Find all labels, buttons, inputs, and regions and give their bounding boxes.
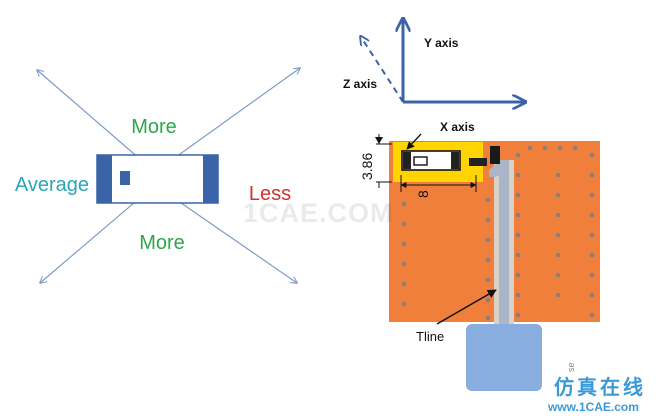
tline-pointer [436,289,497,325]
chip-left-terminal [97,155,112,203]
via-holes [401,145,595,321]
dimension-width [400,175,477,192]
callout-arrow [406,133,422,150]
corner-chinese-watermark: 仿真在线 [554,375,646,399]
chip-component [96,154,219,204]
z-axis-label: Z axis [343,77,377,91]
feed-block [490,146,500,164]
y-axis-label: Y axis [424,36,459,50]
z-axis-arrow [361,37,404,103]
small-chip [469,158,487,166]
tline-label: Tline [416,329,444,344]
tline-gap-right [509,160,514,330]
tline-gap-left [494,160,499,330]
radiation-diagram: More More Average Less [15,68,300,283]
tline-trace [499,160,509,330]
pcb-board: 3.86 8 Tline [359,133,600,391]
corner-vertical-text: se [566,362,576,372]
label-more-top: More [131,116,177,138]
dimension-height-label: 3.86 [359,153,375,180]
chip-inner-square [120,171,130,185]
coordinate-axes: Y axis Z axis X axis [343,20,524,134]
label-more-bottom: More [139,232,185,254]
center-watermark: 1CAE.COM [243,198,394,228]
x-axis-label: X axis [440,120,475,134]
dimension-width-label: 8 [415,190,431,198]
chip-right-terminal [203,155,218,203]
antenna-component [401,146,500,171]
corner-url-watermark: www.1CAE.com [547,400,639,414]
dimension-height [375,134,392,188]
connector-pad [466,324,542,391]
tline-feed [489,163,503,177]
label-average: Average [15,174,89,196]
label-less: Less [249,183,291,205]
